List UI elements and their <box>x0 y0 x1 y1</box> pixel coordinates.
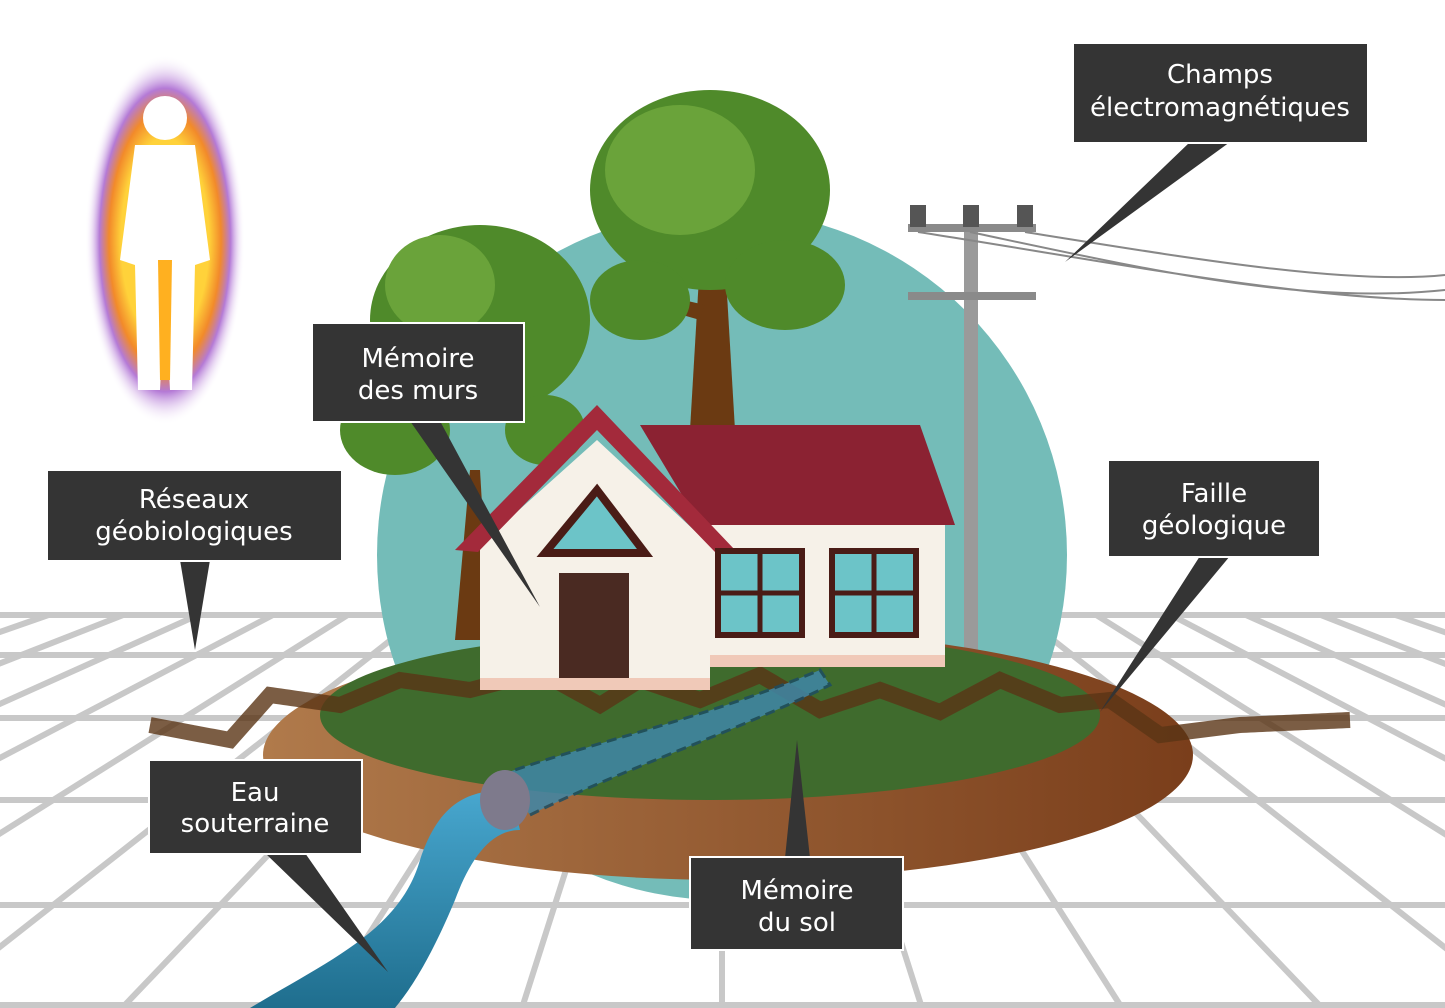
svg-text:géobiologiques: géobiologiques <box>95 517 292 547</box>
svg-text:Réseaux: Réseaux <box>139 485 249 515</box>
callout-soil-memory: Mémoire du sol <box>689 740 904 951</box>
callout-walls-memory: Mémoire des murs <box>311 322 540 607</box>
grid-line <box>0 612 275 762</box>
svg-text:des murs: des murs <box>358 376 478 406</box>
grid-line <box>1394 612 1445 636</box>
grid-line <box>1244 612 1445 708</box>
callout-underground-water: Eau souterraine <box>148 759 388 972</box>
svg-text:géologique: géologique <box>1142 511 1286 541</box>
svg-text:Champs: Champs <box>1167 60 1273 90</box>
svg-text:Mémoire: Mémoire <box>740 876 853 906</box>
svg-text:souterraine: souterraine <box>181 809 330 839</box>
geological-fault <box>148 663 1351 749</box>
underground-water <box>250 790 520 1008</box>
callout-geological-fault: Faille géologique <box>1100 459 1321 712</box>
human-aura-figure <box>85 55 245 425</box>
grid-line <box>0 612 50 636</box>
grid-line <box>1094 612 1445 838</box>
callout-emf: Champs électromagnétiques <box>1065 42 1369 262</box>
callout-geobiological-networks: Réseaux géobiologiques <box>46 469 343 650</box>
power-pole <box>908 205 1445 650</box>
grid-line <box>0 612 350 837</box>
house <box>455 405 955 690</box>
svg-text:Mémoire: Mémoire <box>361 344 474 374</box>
svg-text:du sol: du sol <box>758 908 836 938</box>
grid-line <box>1019 612 1445 952</box>
svg-text:Eau: Eau <box>231 778 280 808</box>
svg-text:Faille: Faille <box>1181 479 1247 509</box>
tree-right <box>590 90 845 430</box>
power-lines <box>917 231 1445 301</box>
grid-line <box>1169 612 1445 762</box>
grid-line <box>0 612 200 708</box>
svg-text:électromagnétiques: électromagnétiques <box>1090 93 1350 123</box>
house-door <box>559 573 629 690</box>
stream <box>497 668 833 817</box>
